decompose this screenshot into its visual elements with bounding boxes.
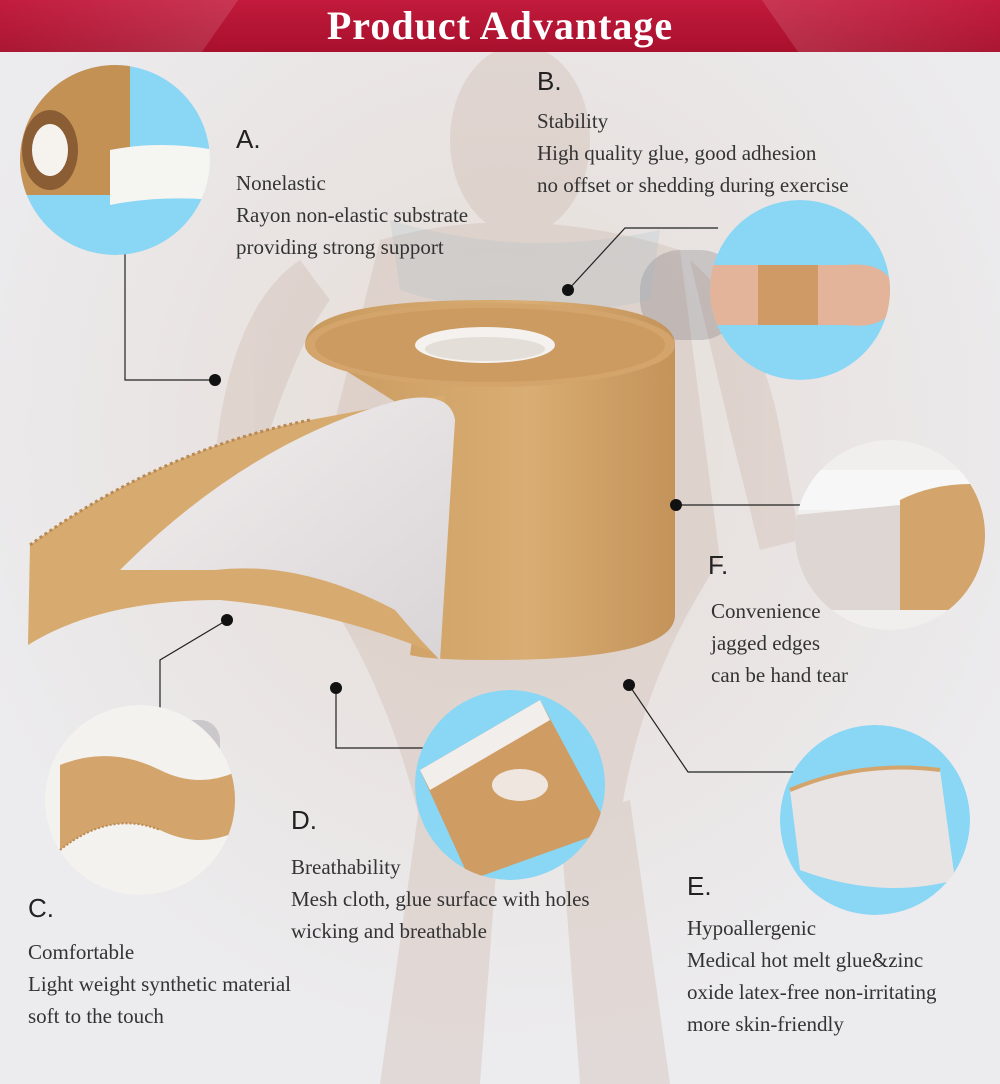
feature-d-line-1: Mesh cloth, glue surface with holes xyxy=(291,887,590,911)
feature-f-letter: F. xyxy=(708,550,729,580)
feature-e-line-1: Medical hot melt glue&zinc xyxy=(687,948,924,972)
feature-c-line-1: Light weight synthetic material xyxy=(28,972,292,996)
feature-e-line-3: more skin-friendly xyxy=(687,1012,844,1036)
feature-c-title: Comfortable xyxy=(28,940,135,964)
feature-d-letter: D. xyxy=(291,805,317,835)
feature-b-title: Stability xyxy=(537,109,609,133)
feature-b-line-1: High quality glue, good adhesion xyxy=(537,141,817,165)
feature-f: Convenience jagged edges can be hand tea… xyxy=(711,595,848,691)
feature-f-line-1: jagged edges xyxy=(711,631,821,655)
feature-f-title: Convenience xyxy=(711,599,821,623)
feature-a-line-1: Rayon non-elastic substrate xyxy=(236,203,469,227)
feature-a-line-2: providing strong support xyxy=(236,235,444,259)
feature-e-title: Hypoallergenic xyxy=(687,916,817,940)
feature-e-letter: E. xyxy=(687,871,712,901)
feature-d-line-2: wicking and breathable xyxy=(291,919,487,943)
feature-c-letter: C. xyxy=(28,893,54,923)
feature-f-line-2: can be hand tear xyxy=(711,663,849,687)
header-banner: Product Advantage xyxy=(0,0,1000,52)
feature-c: Comfortable Light weight synthetic mater… xyxy=(28,936,291,1032)
feature-c-line-2: soft to the touch xyxy=(28,1004,164,1028)
feature-e-line-2: oxide latex-free non-irritating xyxy=(687,980,937,1004)
feature-a: Nonelastic Rayon non-elastic substrate p… xyxy=(236,167,468,263)
feature-b: Stability High quality glue, good adhesi… xyxy=(537,105,849,201)
feature-b-line-2: no offset or shedding during exercise xyxy=(537,173,849,197)
feature-d: Breathability Mesh cloth, glue surface w… xyxy=(291,851,590,947)
feature-d-title: Breathability xyxy=(291,855,401,879)
feature-a-letter: A. xyxy=(236,124,261,154)
feature-e: Hypoallergenic Medical hot melt glue&zin… xyxy=(687,912,937,1040)
feature-a-title: Nonelastic xyxy=(236,171,326,195)
feature-b-letter: B. xyxy=(537,66,562,96)
banner-title: Product Advantage xyxy=(326,3,674,48)
